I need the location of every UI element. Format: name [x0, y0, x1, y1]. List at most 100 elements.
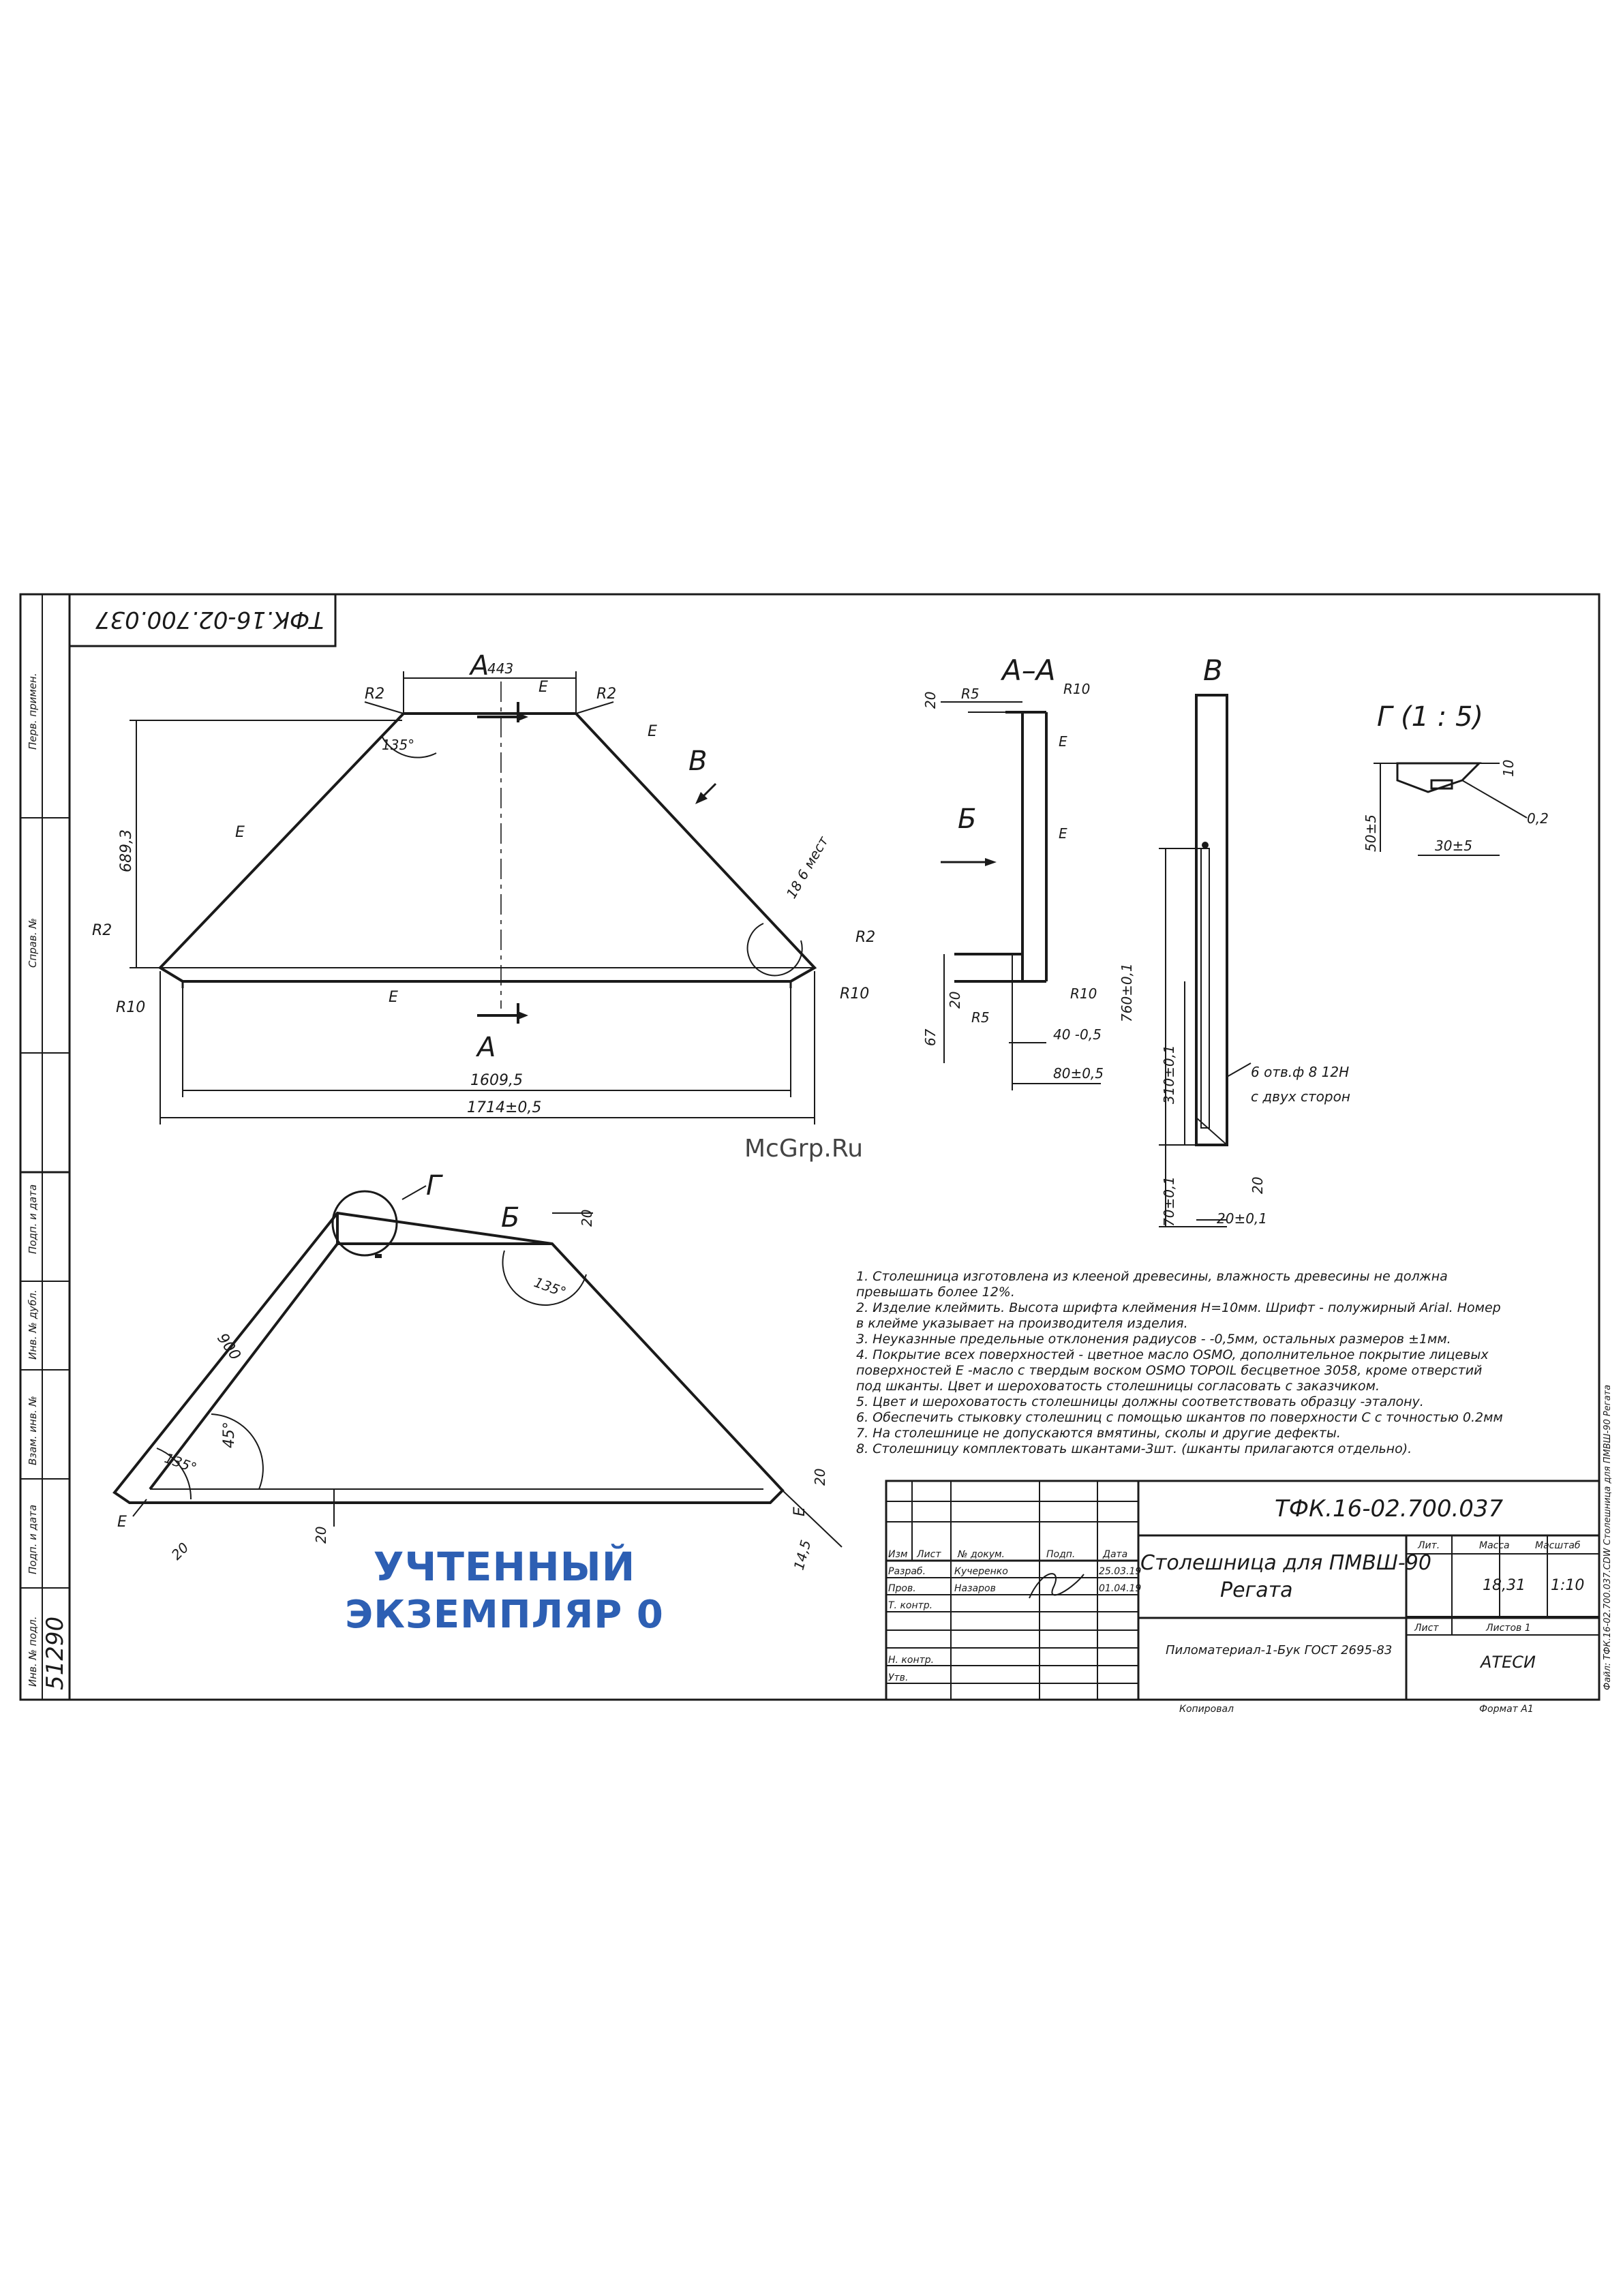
- stamp-line-1: УЧТЕННЫЙ: [373, 1544, 636, 1590]
- surface-e-3: Е: [235, 824, 245, 841]
- radius-r2-l: R2: [92, 922, 112, 939]
- stamp-mark: 0: [636, 1593, 664, 1637]
- tb-format: Формат А1: [1479, 1704, 1534, 1715]
- watermark: McGrp.Ru: [744, 1135, 864, 1163]
- section-aa: А–А Б 20 R5 R10 Е Е 67 20 R5 R10 40 -0,5…: [922, 654, 1104, 1090]
- tb-sheets-label: Листов 1: [1485, 1623, 1531, 1634]
- dim-aa-e2: Е: [1059, 825, 1067, 842]
- radius-r2-tr: R2: [596, 686, 616, 703]
- section-aa-title: А–А: [1000, 654, 1055, 687]
- note-line: 3. Неуказнные предельные отклонения ради…: [856, 1332, 1451, 1347]
- dim-145-bv: 14,5: [791, 1538, 815, 1572]
- note-line: в клейме указывает на производителя изде…: [856, 1316, 1188, 1331]
- right-side-file-text: Файл: ТФК.16-02.700.037.CDW Столешница д…: [1603, 1385, 1613, 1690]
- tb-mass: 18,31: [1483, 1577, 1526, 1594]
- side-label-podp2: Подп. и дата: [27, 1505, 39, 1574]
- surface-e-1: Е: [539, 679, 548, 696]
- tb-org: АТЕСИ: [1479, 1653, 1536, 1672]
- angle-135-top: 135°: [382, 737, 414, 753]
- tb-col-doc: № докум.: [957, 1549, 1005, 1560]
- detail-g-label: Г: [426, 1170, 443, 1201]
- section-a-bottom: А: [475, 1032, 496, 1063]
- dim-20c-bv: 20: [313, 1527, 329, 1544]
- dim-top-20: 20: [922, 692, 939, 709]
- view-v: В 760±0,1 310±0,1 70±0,1 20±0,1 20 6 отв…: [1119, 654, 1350, 1227]
- tb-row-tkontr: Т. контр.: [888, 1600, 932, 1611]
- holes-note-line2: с двух сторон: [1251, 1088, 1350, 1105]
- dim-1609: 1609,5: [470, 1072, 523, 1089]
- dim-20-side: 20: [947, 992, 963, 1009]
- holes-note-line1: 6 отв.ф 8 12Н: [1251, 1064, 1349, 1080]
- doc-code-rotated: ТФК.16-02.700.037: [95, 606, 324, 633]
- dim-1714: 1714±0,5: [467, 1099, 541, 1116]
- dim-50: 50±5: [1363, 814, 1379, 852]
- dim-67: 67: [922, 1028, 939, 1046]
- inventory-number: 51290: [42, 1617, 69, 1690]
- stamp-line-2: ЭКЗЕМПЛЯР 0: [341, 1593, 668, 1637]
- tb-copied: Копировал: [1179, 1704, 1234, 1715]
- note-line: 8. Столешницу комплектовать шкантами-3шт…: [856, 1441, 1412, 1456]
- surface-e-bv2: Е: [791, 1507, 808, 1516]
- dim-20b-bv: 20: [168, 1540, 192, 1563]
- registered-copy-stamp: УЧТЕННЫЙ ЭКЗЕМПЛЯР 0: [341, 1544, 668, 1637]
- radius-r2-tl: R2: [365, 686, 384, 703]
- tb-checker: Назаров: [954, 1583, 996, 1594]
- detail-g: Г (1 : 5) 50±5 30±5 10 0,2: [1363, 701, 1549, 856]
- note-line: 4. Покрытие всех поверхностей - цветное …: [856, 1347, 1489, 1362]
- dim-30: 30±5: [1435, 838, 1472, 854]
- tb-row-razrab: Разраб.: [888, 1566, 926, 1577]
- sheet-frame: [19, 593, 1601, 1701]
- tb-row-prov: Пров.: [888, 1583, 916, 1594]
- radius-r10-r: R10: [840, 985, 869, 1002]
- side-label-sprav: Справ. №: [27, 918, 39, 968]
- dim-20d-bv: 20: [812, 1469, 828, 1486]
- dim-r10-top: R10: [1063, 681, 1090, 697]
- tb-scale: 1:10: [1551, 1577, 1584, 1594]
- note-line: под шканты. Цвет и шероховатость столешн…: [856, 1379, 1380, 1394]
- note-line: 1. Столешница изготовлена из клееной дре…: [856, 1269, 1448, 1284]
- detail-g-title: Г (1 : 5): [1377, 701, 1483, 733]
- tb-lit-label: Лит.: [1417, 1540, 1440, 1551]
- note-line: 2. Изделие клеймить. Высота шрифта клейм…: [856, 1300, 1501, 1315]
- note-line: 7. На столешнице не допускаются вмятины,…: [856, 1426, 1341, 1441]
- view-v-arrow-label: В: [688, 746, 707, 777]
- tb-date2: 01.04.19: [1099, 1583, 1141, 1594]
- dim-ch: 0,2: [1527, 810, 1549, 827]
- tb-code: ТФК.16-02.700.037: [1275, 1495, 1504, 1522]
- tb-material: Пиломатериал-1-Бук ГОСТ 2695-83: [1166, 1643, 1392, 1657]
- view-b-arrow-label: Б: [958, 803, 976, 835]
- dim-443: 443: [487, 660, 513, 677]
- tb-sheet-label: Лист: [1414, 1623, 1439, 1634]
- title-block: Изм Лист № докум. Подп. Дата Разраб. Про…: [885, 1480, 1601, 1715]
- side-label-inv: Инв. № подл.: [27, 1617, 39, 1687]
- side-label-dubl: Инв. № дубл.: [27, 1289, 39, 1360]
- tb-name-2: Регата: [1220, 1578, 1293, 1602]
- dim-310: 310±0,1: [1161, 1045, 1177, 1104]
- section-a-top: А: [468, 650, 489, 682]
- dim-689: 689,3: [118, 829, 135, 872]
- tb-row-utv: Утв.: [888, 1672, 908, 1683]
- bottom-view: Г Б 20 900 135° 45° 135° Е 20 20 20 Е 14…: [112, 1170, 843, 1572]
- dim-10: 10: [1500, 760, 1517, 777]
- side-label-perv: Перв. примен.: [27, 673, 39, 750]
- dim-20-v: 20±0,1: [1217, 1210, 1267, 1227]
- note-line: 6. Обеспечить стыковку столешниц с помощ…: [856, 1410, 1503, 1425]
- dim-80: 80±0,5: [1053, 1065, 1104, 1082]
- tb-col-date: Дата: [1102, 1549, 1127, 1560]
- radius-r2-r: R2: [855, 929, 875, 946]
- surface-e-2: Е: [648, 723, 657, 740]
- side-label-vzam: Взам. инв. №: [27, 1396, 39, 1465]
- dim-760: 760±0,1: [1119, 963, 1135, 1022]
- dim-70: 70±0,1: [1161, 1176, 1177, 1227]
- note-line: превышать более 12%.: [856, 1285, 1015, 1300]
- tb-scale-label: Масштаб: [1535, 1540, 1581, 1551]
- note-line: поверхностей Е -масло с твердым воском O…: [856, 1363, 1483, 1378]
- stamp-line-2-text: ЭКЗЕМПЛЯР: [345, 1593, 623, 1637]
- dim-r5-bottom: R5: [971, 1009, 990, 1026]
- tb-date1: 25.03.19: [1099, 1566, 1141, 1577]
- top-view: А А 443 689,3 1609,5 1714±0,5 135° R2 R2…: [92, 650, 875, 1124]
- tb-developer: Кучеренко: [954, 1566, 1008, 1577]
- note-line: 5. Цвет и шероховатость столешницы должн…: [856, 1394, 1424, 1409]
- technical-notes: 1. Столешница изготовлена из клееной дре…: [856, 1269, 1599, 1457]
